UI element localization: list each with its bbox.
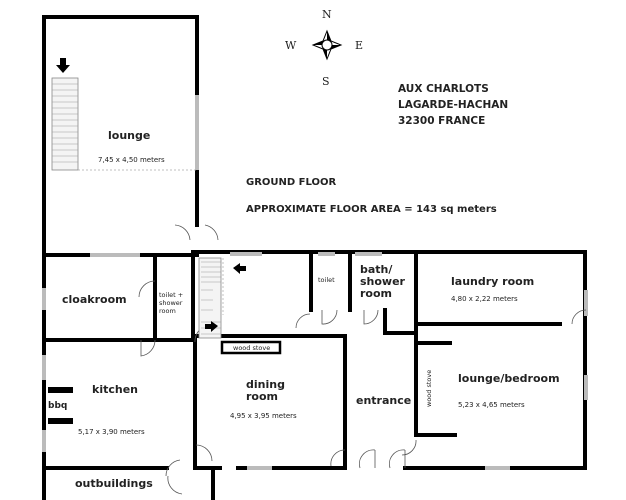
entrance-label: entrance [356, 394, 411, 407]
toilet-shower-label-1: toilet + [159, 291, 183, 299]
bbq-icon [48, 387, 73, 424]
windows [42, 95, 588, 470]
address-line-3: 32300 FRANCE [398, 115, 485, 127]
address-line-2: LAGARDE-HACHAN [398, 99, 508, 111]
left-arrow-icon [233, 263, 246, 274]
floor-area: APPROXIMATE FLOOR AREA = 143 sq meters [246, 204, 497, 215]
bbq-label: bbq [48, 401, 67, 411]
compass-north: N [322, 8, 332, 21]
staircase-lounge [51, 77, 197, 171]
toilet-shower-label-2: shower [159, 299, 183, 307]
address-line-1: AUX CHARLOTS [398, 83, 489, 95]
toilet-label: toilet [318, 276, 335, 284]
compass-east: E [355, 39, 363, 52]
floor-title: GROUND FLOOR [246, 177, 337, 188]
outbuildings-label: outbuildings [75, 477, 153, 490]
bath-label-3: room [360, 287, 392, 300]
lounge-label: lounge [108, 129, 150, 142]
right-arrow-icon [205, 321, 218, 332]
laundry-label: laundry room [451, 275, 534, 288]
kitchen-label: kitchen [92, 383, 138, 396]
bath-label-2: shower [360, 275, 406, 288]
cloakroom-label: cloakroom [62, 293, 127, 306]
wood-stove-label: wood stove [233, 344, 270, 352]
bath-label-1: bath/ [360, 263, 393, 276]
compass-south: S [322, 75, 330, 88]
dining-label-1: dining [246, 378, 285, 391]
lounge-dims: 7,45 x 4,50 meters [98, 156, 165, 164]
staircase-hall [198, 257, 224, 339]
laundry-dims: 4,80 x 2,22 meters [451, 295, 518, 303]
dining-dims: 4,95 x 3,95 meters [230, 412, 297, 420]
compass-west: W [285, 39, 297, 52]
dining-label-2: room [246, 390, 278, 403]
toilet-shower-label-3: room [159, 307, 176, 315]
kitchen-dims: 5,17 x 3,90 meters [78, 428, 145, 436]
doors [138, 224, 587, 495]
lounge-bedroom-label: lounge/bedroom [458, 372, 560, 385]
down-arrow-icon [56, 58, 70, 73]
compass-icon [311, 29, 343, 61]
lounge-bedroom-dims: 5,23 x 4,65 meters [458, 401, 525, 409]
wood-stove-label-2: wood stove [425, 370, 433, 407]
walls [42, 15, 587, 500]
